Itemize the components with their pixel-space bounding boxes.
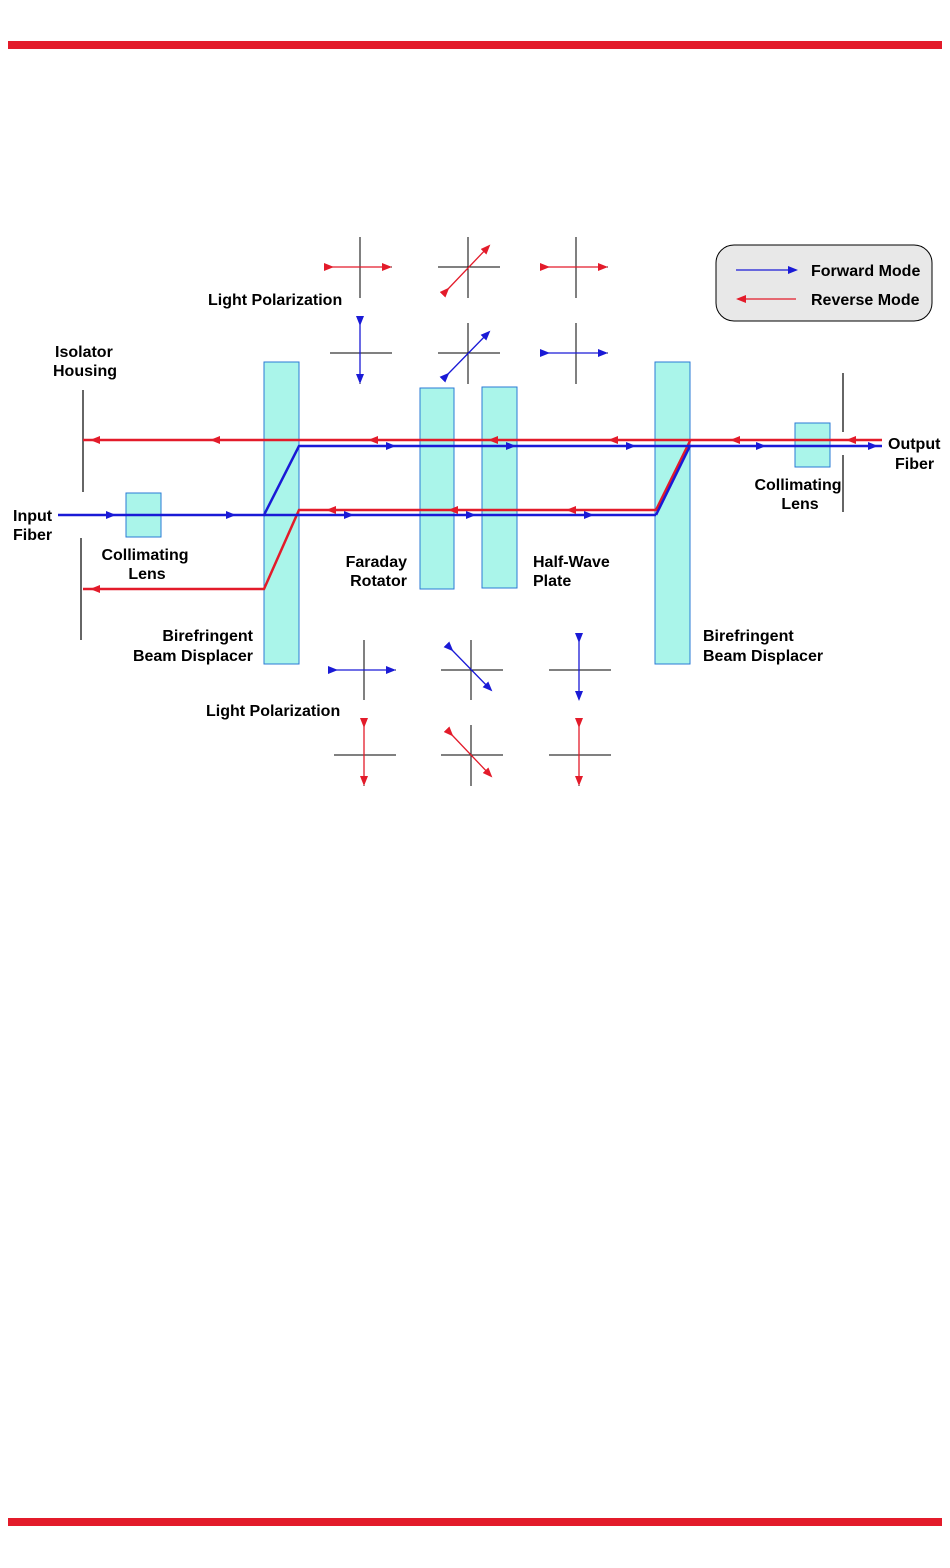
collimating-lens-right-label-2: Lens: [781, 496, 818, 513]
birefringent-left-label-2: Beam Displacer: [133, 648, 253, 665]
polarization-top: [330, 237, 608, 384]
input-fiber-label-2: Fiber: [13, 527, 52, 544]
half-wave-plate: [482, 387, 517, 588]
isolator-housing-label-1: Isolator: [55, 344, 113, 361]
legend-forward-label: Forward Mode: [811, 263, 920, 280]
birefringent-right-label-2: Beam Displacer: [703, 648, 823, 665]
isolator-housing-label-2: Housing: [53, 363, 117, 380]
birefringent-right-label-1: Birefringent: [703, 628, 794, 645]
isolator-housing: [81, 373, 843, 640]
light-polarization-top-label: Light Polarization: [208, 292, 342, 309]
input-fiber-label-1: Input: [13, 508, 53, 525]
crosshair-icon: [330, 237, 608, 384]
faraday-rotator-label-2: Rotator: [350, 573, 407, 590]
faraday-rotator-label-1: Faraday: [346, 554, 407, 571]
birefringent-beam-displacer-left: [264, 362, 299, 664]
output-fiber-label-1: Output: [888, 436, 941, 453]
output-fiber-label-2: Fiber: [895, 456, 934, 473]
birefringent-beam-displacer-right: [655, 362, 690, 664]
light-polarization-bottom-label: Light Polarization: [206, 703, 340, 720]
half-wave-plate-label-1: Half-Wave: [533, 554, 610, 571]
legend: Forward Mode Reverse Mode: [716, 245, 932, 321]
birefringent-left-label-1: Birefringent: [162, 628, 253, 645]
collimating-lens-right-label-1: Collimating: [754, 477, 841, 494]
collimating-lens-left-label-1: Collimating: [101, 547, 188, 564]
optics: [126, 362, 830, 664]
collimating-lens-left-label-2: Lens: [128, 566, 165, 583]
faraday-rotator: [420, 388, 454, 589]
polarization-bottom: [334, 640, 611, 786]
crosshair-icon: [334, 640, 611, 786]
legend-reverse-label: Reverse Mode: [811, 292, 920, 309]
half-wave-plate-label-2: Plate: [533, 573, 571, 590]
